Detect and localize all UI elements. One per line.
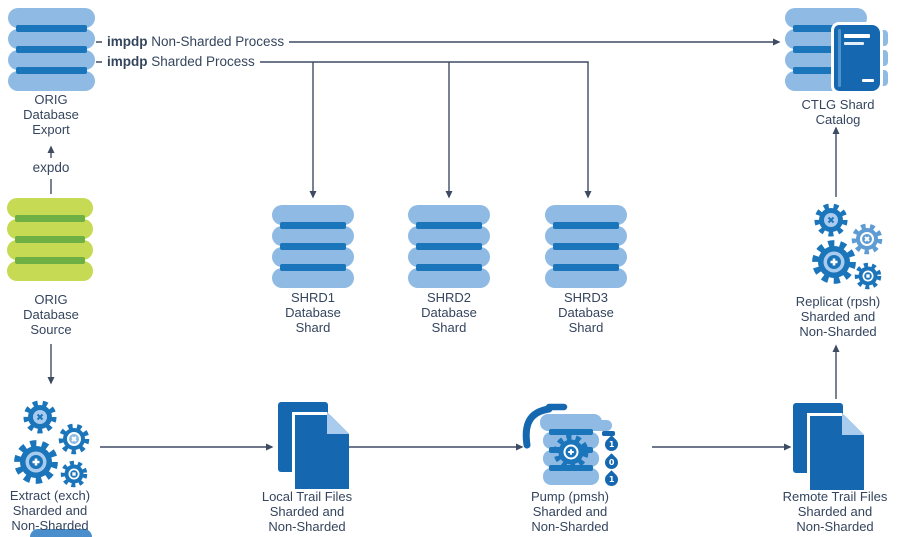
label-orig-export: ORIG Database Export <box>23 92 79 137</box>
extract-gears-icon <box>14 400 90 488</box>
expdo-label: expdo <box>32 160 70 175</box>
orig-source-database-icon <box>7 198 93 281</box>
label-replicat: Replicat (rpsh) Sharded and Non-Sharded <box>795 294 881 339</box>
local-trail-files-icon <box>278 402 348 488</box>
remote-trail-files-icon <box>793 403 863 489</box>
label-local-trail: Local Trail Files Sharded and Non-Sharde… <box>261 489 353 534</box>
shrd1-database-icon <box>272 205 354 288</box>
label-pump: Pump (pmsh) Sharded and Non-Sharded <box>530 489 610 534</box>
label-extract: Extract (exch) Sharded and Non-Sharded <box>9 488 91 533</box>
label-remote-trail: Remote Trail Files Sharded and Non-Shard… <box>782 489 888 534</box>
shrd2-database-icon <box>408 205 490 288</box>
shrd3-database-icon <box>545 205 627 288</box>
replicat-gears-icon <box>812 203 883 290</box>
orig-export-database-icon <box>8 8 95 91</box>
label-shrd1: SHRD1 Database Shard <box>285 290 341 335</box>
label-shrd2: SHRD2 Database Shard <box>421 290 477 335</box>
pump-pipe-and-gear-icon <box>522 403 589 470</box>
label-orig-source: ORIG Database Source <box>23 292 79 337</box>
pump-spout-tip <box>602 431 615 436</box>
pump-spout-icon <box>596 420 612 431</box>
cutoff-database-icon <box>30 529 92 537</box>
catalog-book-icon <box>834 25 888 91</box>
label-shrd3: SHRD3 Database Shard <box>558 290 614 335</box>
impdp-sharded-label: impdp Sharded Process <box>102 54 260 70</box>
label-ctlg: CTLG Shard Catalog <box>801 97 875 127</box>
impdp-non-sharded-label: impdp Non-Sharded Process <box>102 34 290 50</box>
